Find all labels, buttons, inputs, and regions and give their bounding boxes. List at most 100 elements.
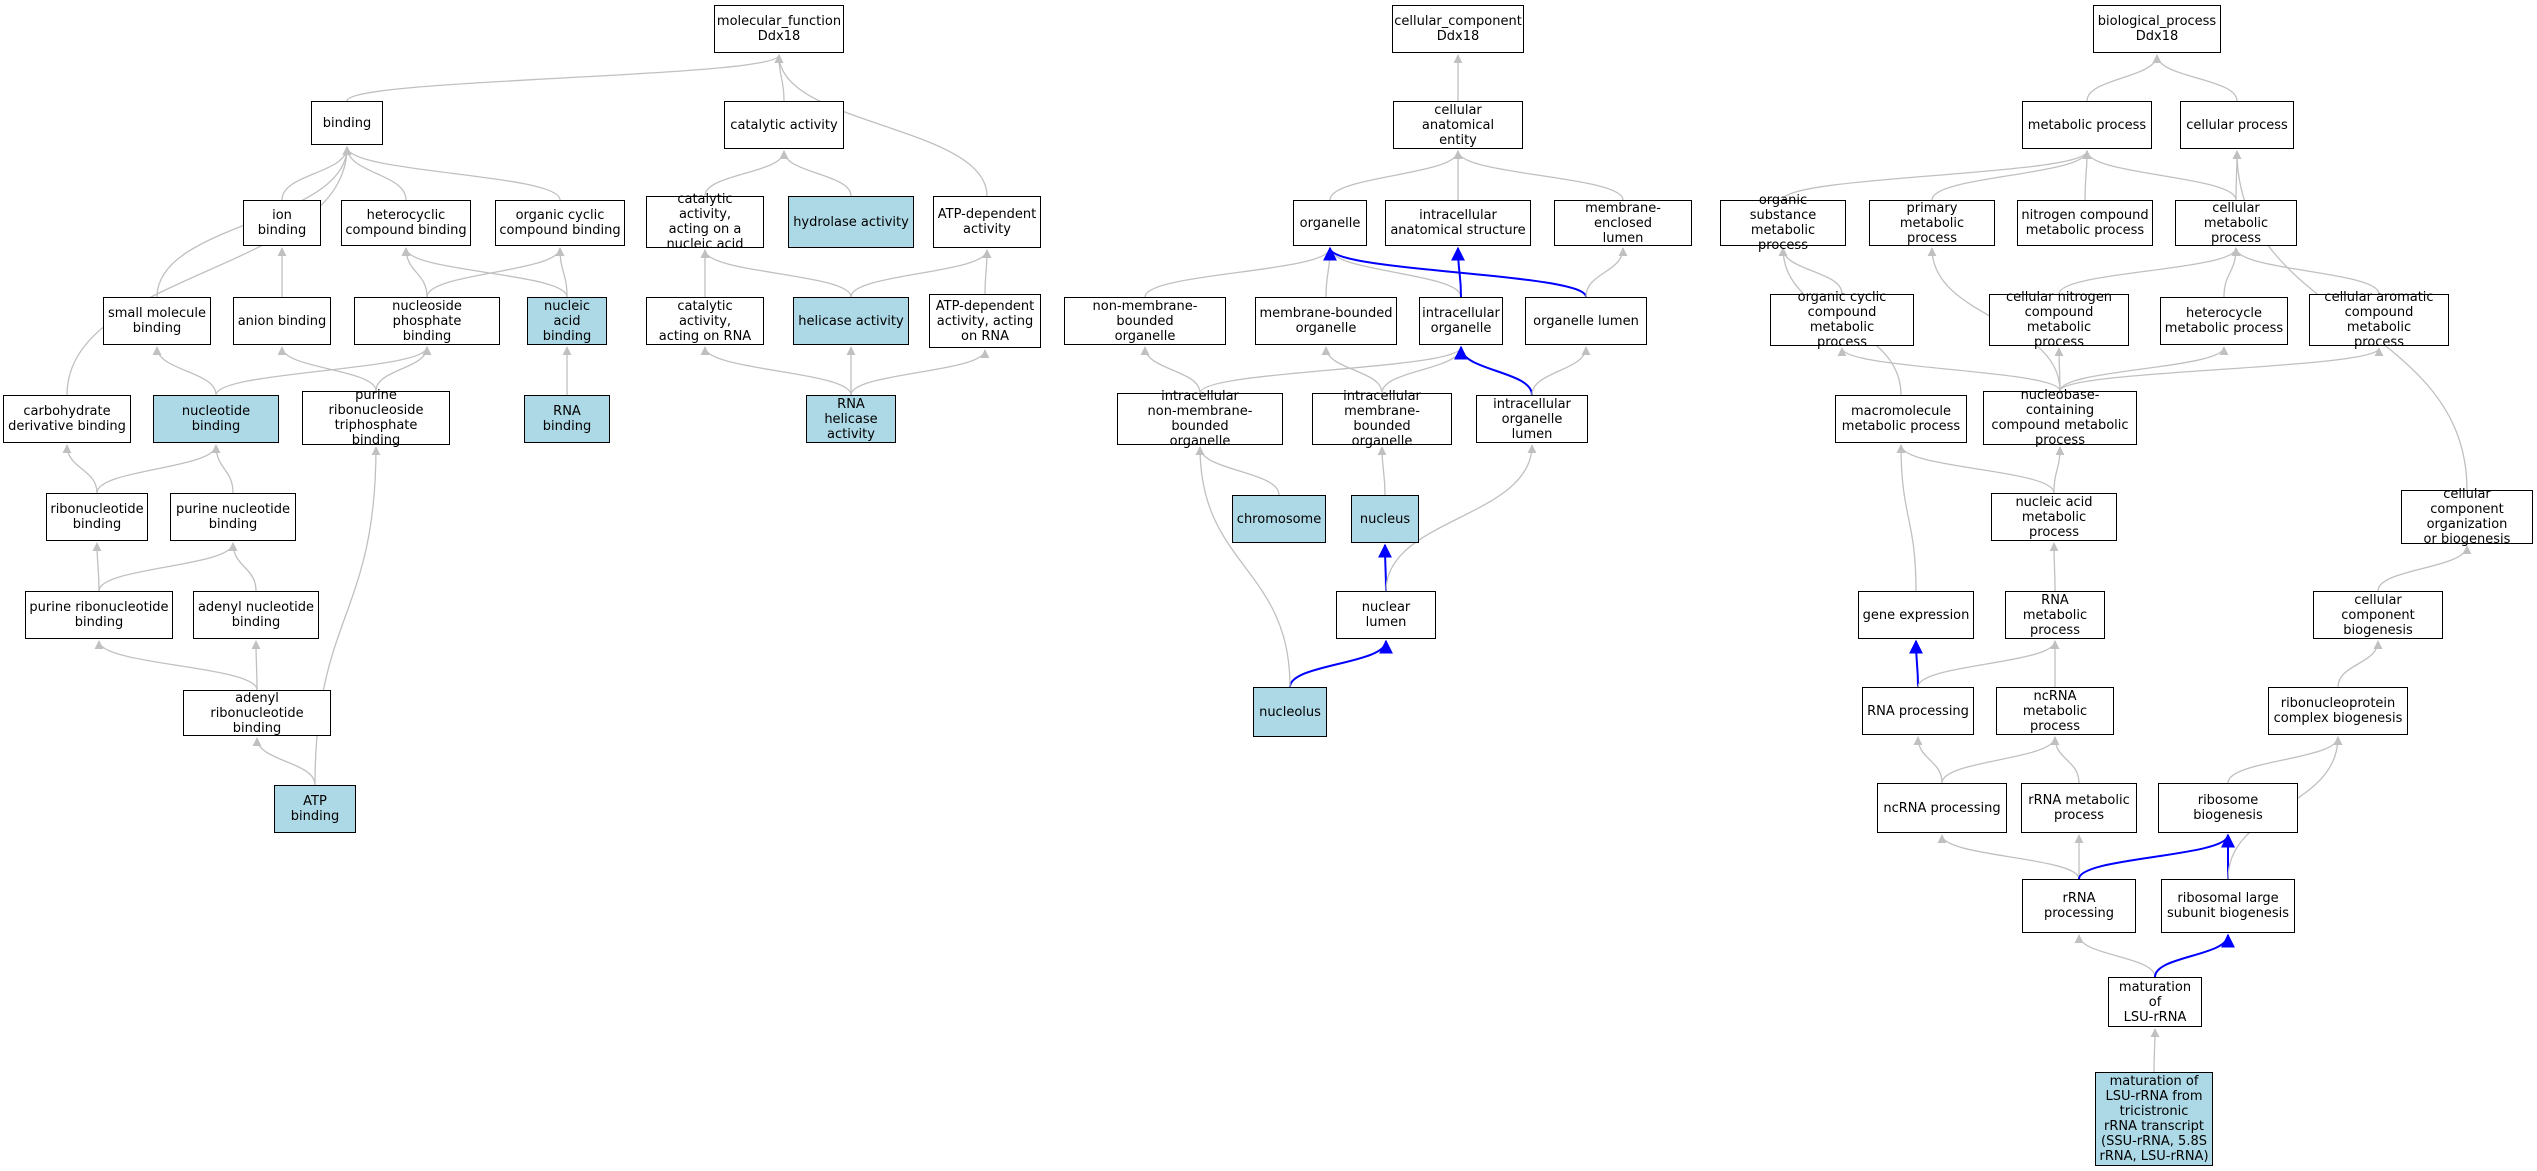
node-organelle-lumen[interactable]: organelle lumen: [1525, 297, 1647, 345]
node-ribonucleotide-binding[interactable]: ribonucleotide binding: [46, 493, 148, 541]
node-organic-cyclic-compound-metabolic-process[interactable]: organic cyclic compound metabolic proces…: [1770, 290, 1914, 350]
edge-occmp-to-osm: [1778, 247, 1843, 295]
node-ncrna-metabolic-process[interactable]: ncRNA metabolic process: [1996, 687, 2114, 735]
edge-adenylribo-to-purribo: [94, 640, 258, 691]
node-primary-metabolic-process[interactable]: primary metabolic process: [1869, 200, 1995, 246]
node-purine-ribonucleotide-binding[interactable]: purine ribonucleotide binding: [25, 591, 173, 639]
edge-ncrnap-to-rnap: [1913, 736, 1943, 784]
edge-adenylribo-to-adenyl: [251, 640, 261, 691]
node-biological-process[interactable]: biological_process Ddx18: [2093, 5, 2221, 53]
edge-cacmp-to-cmp: [2231, 247, 2380, 295]
node-organic-substance-metabolic-process[interactable]: organic substance metabolic process: [1720, 193, 1846, 253]
node-rna-processing[interactable]: RNA processing: [1862, 687, 1974, 735]
node-membrane-enclosed-lumen[interactable]: membrane-enclosed lumen: [1554, 200, 1692, 246]
node-rna-binding[interactable]: RNA binding: [524, 395, 610, 443]
edge-rcb-to-ccb: [2337, 640, 2383, 688]
edge-nbcmp-to-cacmp: [2059, 347, 2384, 392]
edge-rnamp-to-namp: [2049, 542, 2059, 592]
node-maturation-of-lsu-rrna[interactable]: maturation of LSU-rRNA: [2108, 977, 2202, 1027]
node-purine-ribonucleoside-triphosphate-binding[interactable]: purine ribonucleoside triphosphate bindi…: [302, 388, 450, 448]
node-intracellular-organelle-lumen[interactable]: intracellular organelle lumen: [1476, 395, 1588, 443]
node-molecular-function[interactable]: molecular_function Ddx18: [714, 5, 844, 53]
edge-purribo-to-purnuc: [98, 542, 238, 592]
node-cellular-anatomical-entity[interactable]: cellular anatomical entity: [1393, 101, 1523, 149]
node-adenyl-ribonucleotide-binding[interactable]: adenyl ribonucleotide binding: [183, 690, 331, 736]
node-purine-nucleotide-binding[interactable]: purine nucleotide binding: [170, 493, 296, 541]
node-nucleoside-phosphate-binding[interactable]: nucleoside phosphate binding: [354, 297, 500, 345]
edge-rnap-to-rnamp: [1917, 640, 2060, 688]
node-nucleic-acid-metabolic-process[interactable]: nucleic acid metabolic process: [1991, 493, 2117, 541]
node-ribosomal-large-subunit-biogenesis[interactable]: ribosomal large subunit biogenesis: [2161, 879, 2295, 933]
node-atp-binding[interactable]: ATP binding: [274, 785, 356, 833]
node-cellular-component[interactable]: cellular_component Ddx18: [1392, 5, 1524, 53]
node-rrna-processing[interactable]: rRNA processing: [2022, 879, 2136, 933]
node-ribonucleoprotein-complex-biogenesis[interactable]: ribonucleoprotein complex biogenesis: [2268, 687, 2408, 735]
node-intracellular-non-membrane-bounded-organelle[interactable]: intracellular non-membrane-bounded organ…: [1117, 389, 1283, 449]
node-binding[interactable]: binding: [311, 101, 383, 145]
node-hydrolase-activity[interactable]: hydrolase activity: [788, 196, 914, 248]
edge-binding-to-mf: [346, 54, 784, 102]
node-atp-dependent-activity[interactable]: ATP-dependent activity: [933, 196, 1041, 248]
node-maturation-of-lsu-rrna-tricistronic[interactable]: maturation of LSU-rRNA from tricistronic…: [2095, 1072, 2213, 1166]
edge-orgcyc-to-binding: [342, 146, 561, 201]
edge-nucphos-to-hetcomp: [401, 247, 428, 298]
node-nucleus[interactable]: nucleus: [1351, 495, 1419, 543]
node-small-molecule-binding[interactable]: small molecule binding: [103, 297, 211, 345]
node-non-membrane-bounded-organelle[interactable]: non-membrane-bounded organelle: [1064, 297, 1226, 345]
edge-rrnap-to-ncrnap: [1937, 834, 2080, 880]
node-ribosome-biogenesis[interactable]: ribosome biogenesis: [2158, 783, 2298, 833]
node-cellular-metabolic-process[interactable]: cellular metabolic process: [2175, 200, 2297, 246]
node-nucleolus[interactable]: nucleolus: [1253, 687, 1327, 737]
edge-pmp-to-metab: [1931, 150, 2092, 201]
node-rna-helicase-activity[interactable]: RNA helicase activity: [806, 395, 896, 443]
node-heterocycle-metabolic-process[interactable]: heterocycle metabolic process: [2160, 297, 2288, 345]
node-cellular-component-organization-or-biogenesis[interactable]: cellular component organization or bioge…: [2401, 487, 2533, 547]
edge-nbcmp-to-hmp: [2059, 346, 2229, 392]
node-catalytic-acting-rna[interactable]: catalytic activity, acting on RNA: [646, 297, 764, 345]
node-metabolic-process[interactable]: metabolic process: [2022, 101, 2152, 149]
edge-namp-to-mmp: [1896, 444, 2055, 494]
edge-ge-to-mmp: [1896, 444, 1917, 592]
node-rna-metabolic-process[interactable]: RNA metabolic process: [2005, 591, 2105, 639]
node-nucleotide-binding[interactable]: nucleotide binding: [153, 395, 279, 443]
node-ion-binding[interactable]: ion binding: [243, 200, 321, 246]
node-anion-binding[interactable]: anion binding: [233, 297, 331, 345]
node-intracellular-organelle[interactable]: intracellular organelle: [1419, 297, 1503, 345]
node-rrna-metabolic-process[interactable]: rRNA metabolic process: [2021, 783, 2137, 833]
node-organelle[interactable]: organelle: [1293, 200, 1367, 246]
node-atp-dependent-activity-rna[interactable]: ATP-dependent activity, acting on RNA: [929, 294, 1041, 348]
node-organic-cyclic-compound-binding[interactable]: organic cyclic compound binding: [495, 200, 625, 246]
node-gene-expression[interactable]: gene expression: [1858, 591, 1974, 639]
node-ncrna-processing[interactable]: ncRNA processing: [1877, 783, 2007, 833]
node-cellular-process[interactable]: cellular process: [2180, 101, 2294, 149]
node-nuclear-lumen[interactable]: nuclear lumen: [1336, 591, 1436, 639]
edge-mlsutri-to-mlsu: [2150, 1028, 2160, 1073]
edge-rnap-to-ge: [1909, 639, 1924, 688]
edge-chrom-to-inmbo: [1195, 446, 1280, 496]
node-nitrogen-compound-metabolic-process[interactable]: nitrogen compound metabolic process: [2017, 200, 2153, 246]
node-adenyl-nucleotide-binding[interactable]: adenyl nucleotide binding: [193, 591, 319, 639]
node-cellular-aromatic-compound-metabolic-process[interactable]: cellular aromatic compound metabolic pro…: [2309, 290, 2449, 350]
edge-mlsu-to-rrnap: [2074, 934, 2156, 978]
node-nucleobase-containing-compound-metabolic-process[interactable]: nucleobase-containing compound metabolic…: [1983, 388, 2137, 448]
node-nucleic-acid-binding[interactable]: nucleic acid binding: [527, 297, 607, 345]
node-catalytic-activity[interactable]: catalytic activity: [724, 101, 844, 149]
edge-iol-to-ol: [1531, 346, 1591, 396]
edge-rrnamp-to-ncrnamp: [2050, 736, 2080, 784]
node-carbohydrate-derivative-binding[interactable]: carbohydrate derivative binding: [3, 395, 131, 443]
edge-purnuc-to-nucbind: [211, 444, 234, 494]
node-cellular-nitrogen-compound-metabolic-process[interactable]: cellular nitrogen compound metabolic pro…: [1989, 290, 2129, 350]
node-heterocyclic-compound-binding[interactable]: heterocyclic compound binding: [341, 200, 471, 246]
edge-nucphos-to-orgcyc: [426, 247, 565, 298]
node-helicase-activity[interactable]: helicase activity: [793, 297, 909, 345]
node-intracellular-anatomical-structure[interactable]: intracellular anatomical structure: [1385, 200, 1531, 246]
node-intracellular-membrane-bounded-organelle[interactable]: intracellular membrane-bounded organelle: [1312, 389, 1452, 449]
node-membrane-bounded-organelle[interactable]: membrane-bounded organelle: [1255, 297, 1397, 345]
node-macromolecule-metabolic-process[interactable]: macromolecule metabolic process: [1835, 395, 1967, 443]
node-chromosome[interactable]: chromosome: [1232, 495, 1326, 543]
node-cellular-component-biogenesis[interactable]: cellular component biogenesis: [2313, 591, 2443, 639]
edge-rnahel-to-atpdeprna: [850, 349, 990, 396]
edge-mbo-to-organelle: [1325, 247, 1335, 298]
node-catalytic-acting-nucleic-acid[interactable]: catalytic activity, acting on a nucleic …: [646, 192, 764, 252]
edge-cmp-to-metab: [2082, 150, 2237, 201]
